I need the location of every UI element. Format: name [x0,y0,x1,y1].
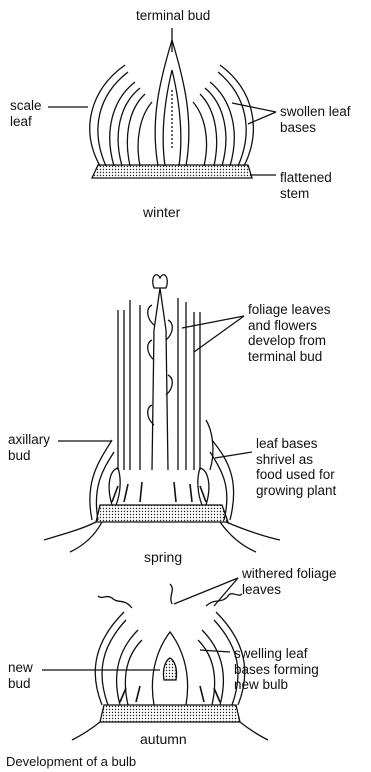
spring-flower-stalk [152,288,168,470]
label-withered-foliage: withered foliage leaves [242,566,337,597]
spring-stem-plate [96,505,228,522]
winter-flattened-stem [92,165,252,178]
autumn-stem-plate [100,705,240,722]
label-flattened-stem: flattened stem [280,170,332,201]
season-label-winter: winter [143,204,180,220]
label-swelling-leaf-bases: swelling leaf bases forming new bulb [234,646,319,693]
season-label-spring: spring [144,549,182,565]
label-foliage-leaves: foliage leaves and flowers develop from … [248,302,331,364]
spring-bulb [44,275,280,552]
season-label-autumn: autumn [140,731,187,747]
label-terminal-bud: terminal bud [136,8,210,24]
label-swollen-leaf-bases: swollen leaf bases [280,104,351,135]
label-new-bud: new bud [8,660,33,691]
label-leaf-bases-shrivel: leaf bases shrivel as food used for grow… [256,436,336,498]
winter-bulb [48,28,276,178]
figure-caption: Development of a bulb [6,754,136,769]
label-axillary-bud: axillary bud [8,432,50,463]
autumn-withered-leaves [98,596,132,608]
label-scale-leaf: scale leaf [10,98,42,129]
